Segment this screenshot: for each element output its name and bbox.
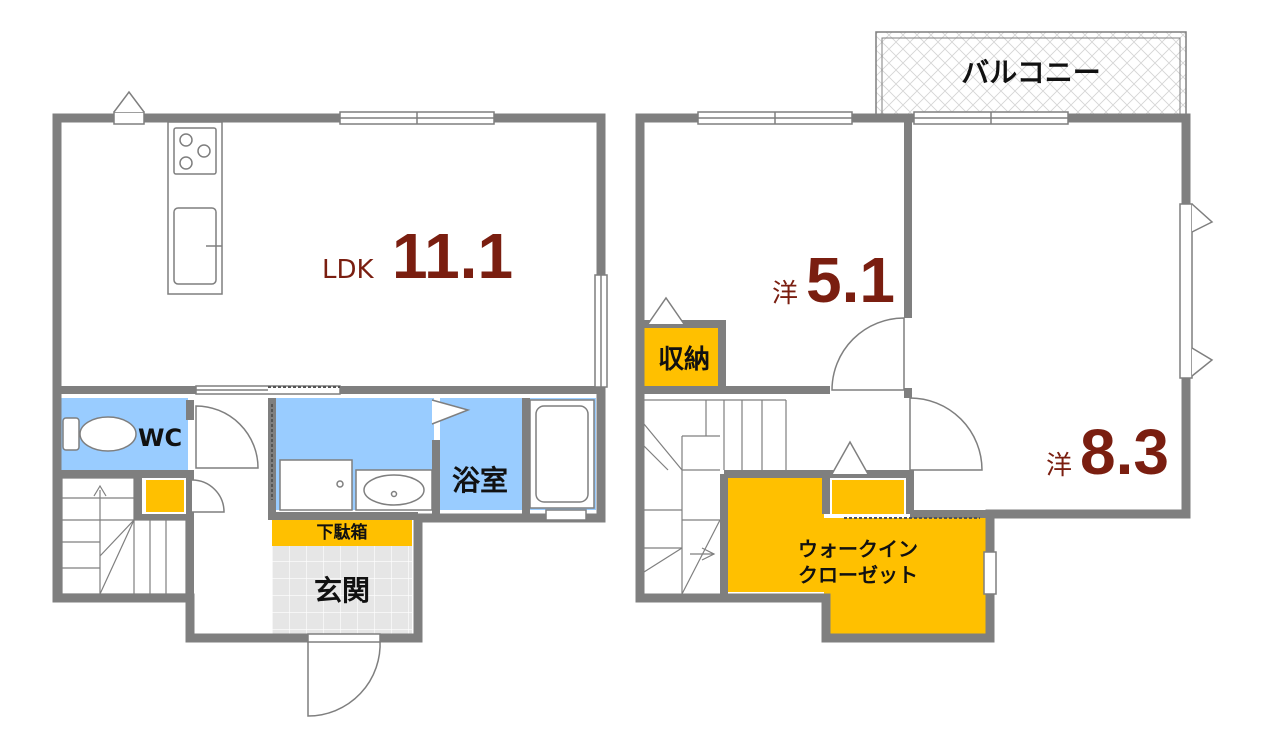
floor-1: LDK 11.1 WC 浴室 下駄箱 玄関 (52, 90, 608, 717)
walk-in-closet-fill-2 (824, 518, 986, 634)
bathtub-icon (529, 399, 595, 521)
walk-in-closet-fill (728, 478, 824, 592)
balcony: バルコニー (875, 31, 1187, 119)
stove-burner-icon (197, 144, 211, 158)
floor-1-windows (113, 90, 608, 388)
toilet-icon (62, 416, 137, 452)
ldk-sliding-door (195, 385, 341, 395)
closet-nook-fill (832, 480, 904, 514)
western-room-2-size: 8.3 (1080, 416, 1169, 488)
floor-1-doors (191, 399, 471, 717)
storage-label: 収納 (658, 344, 710, 375)
floor-2-interior-walls (640, 118, 990, 598)
bath-label: 浴室 (452, 464, 508, 497)
entrance-tile (272, 546, 412, 634)
western-room-1-size: 5.1 (806, 244, 895, 316)
western-room-1-label: 洋 (772, 279, 798, 309)
shoe-box-label: 下駄箱 (317, 522, 368, 543)
entrance-label: 玄関 (314, 574, 370, 607)
floor-1-stairs (61, 477, 187, 595)
wc-label: WC (138, 424, 182, 452)
balcony-label: バルコニー (961, 56, 1100, 89)
ldk-size: 11.1 (392, 220, 513, 292)
ldk-label: LDK (322, 255, 375, 285)
stair-direction-arrow-icon (93, 484, 107, 497)
western-room-2-label: 洋 (1046, 451, 1072, 481)
washroom-fixtures (279, 459, 433, 511)
stove-burner-icon (179, 156, 193, 170)
walk-in-closet-label-line1: ウォークイン (798, 537, 918, 561)
floor-2-stairs (643, 399, 787, 595)
floor-2-doors (647, 296, 983, 519)
floor-2-windows (697, 111, 1214, 595)
storage-fill (644, 328, 724, 386)
floor-2: バルコニー (635, 31, 1214, 643)
floor-1-outer-wall (52, 113, 606, 643)
walk-in-closet-label-line2: クローゼット (798, 563, 918, 587)
kitchen-counter (167, 121, 223, 295)
small-storage-fill (146, 480, 184, 512)
stove-burner-icon (179, 133, 193, 147)
shoe-box-fill (272, 518, 412, 546)
